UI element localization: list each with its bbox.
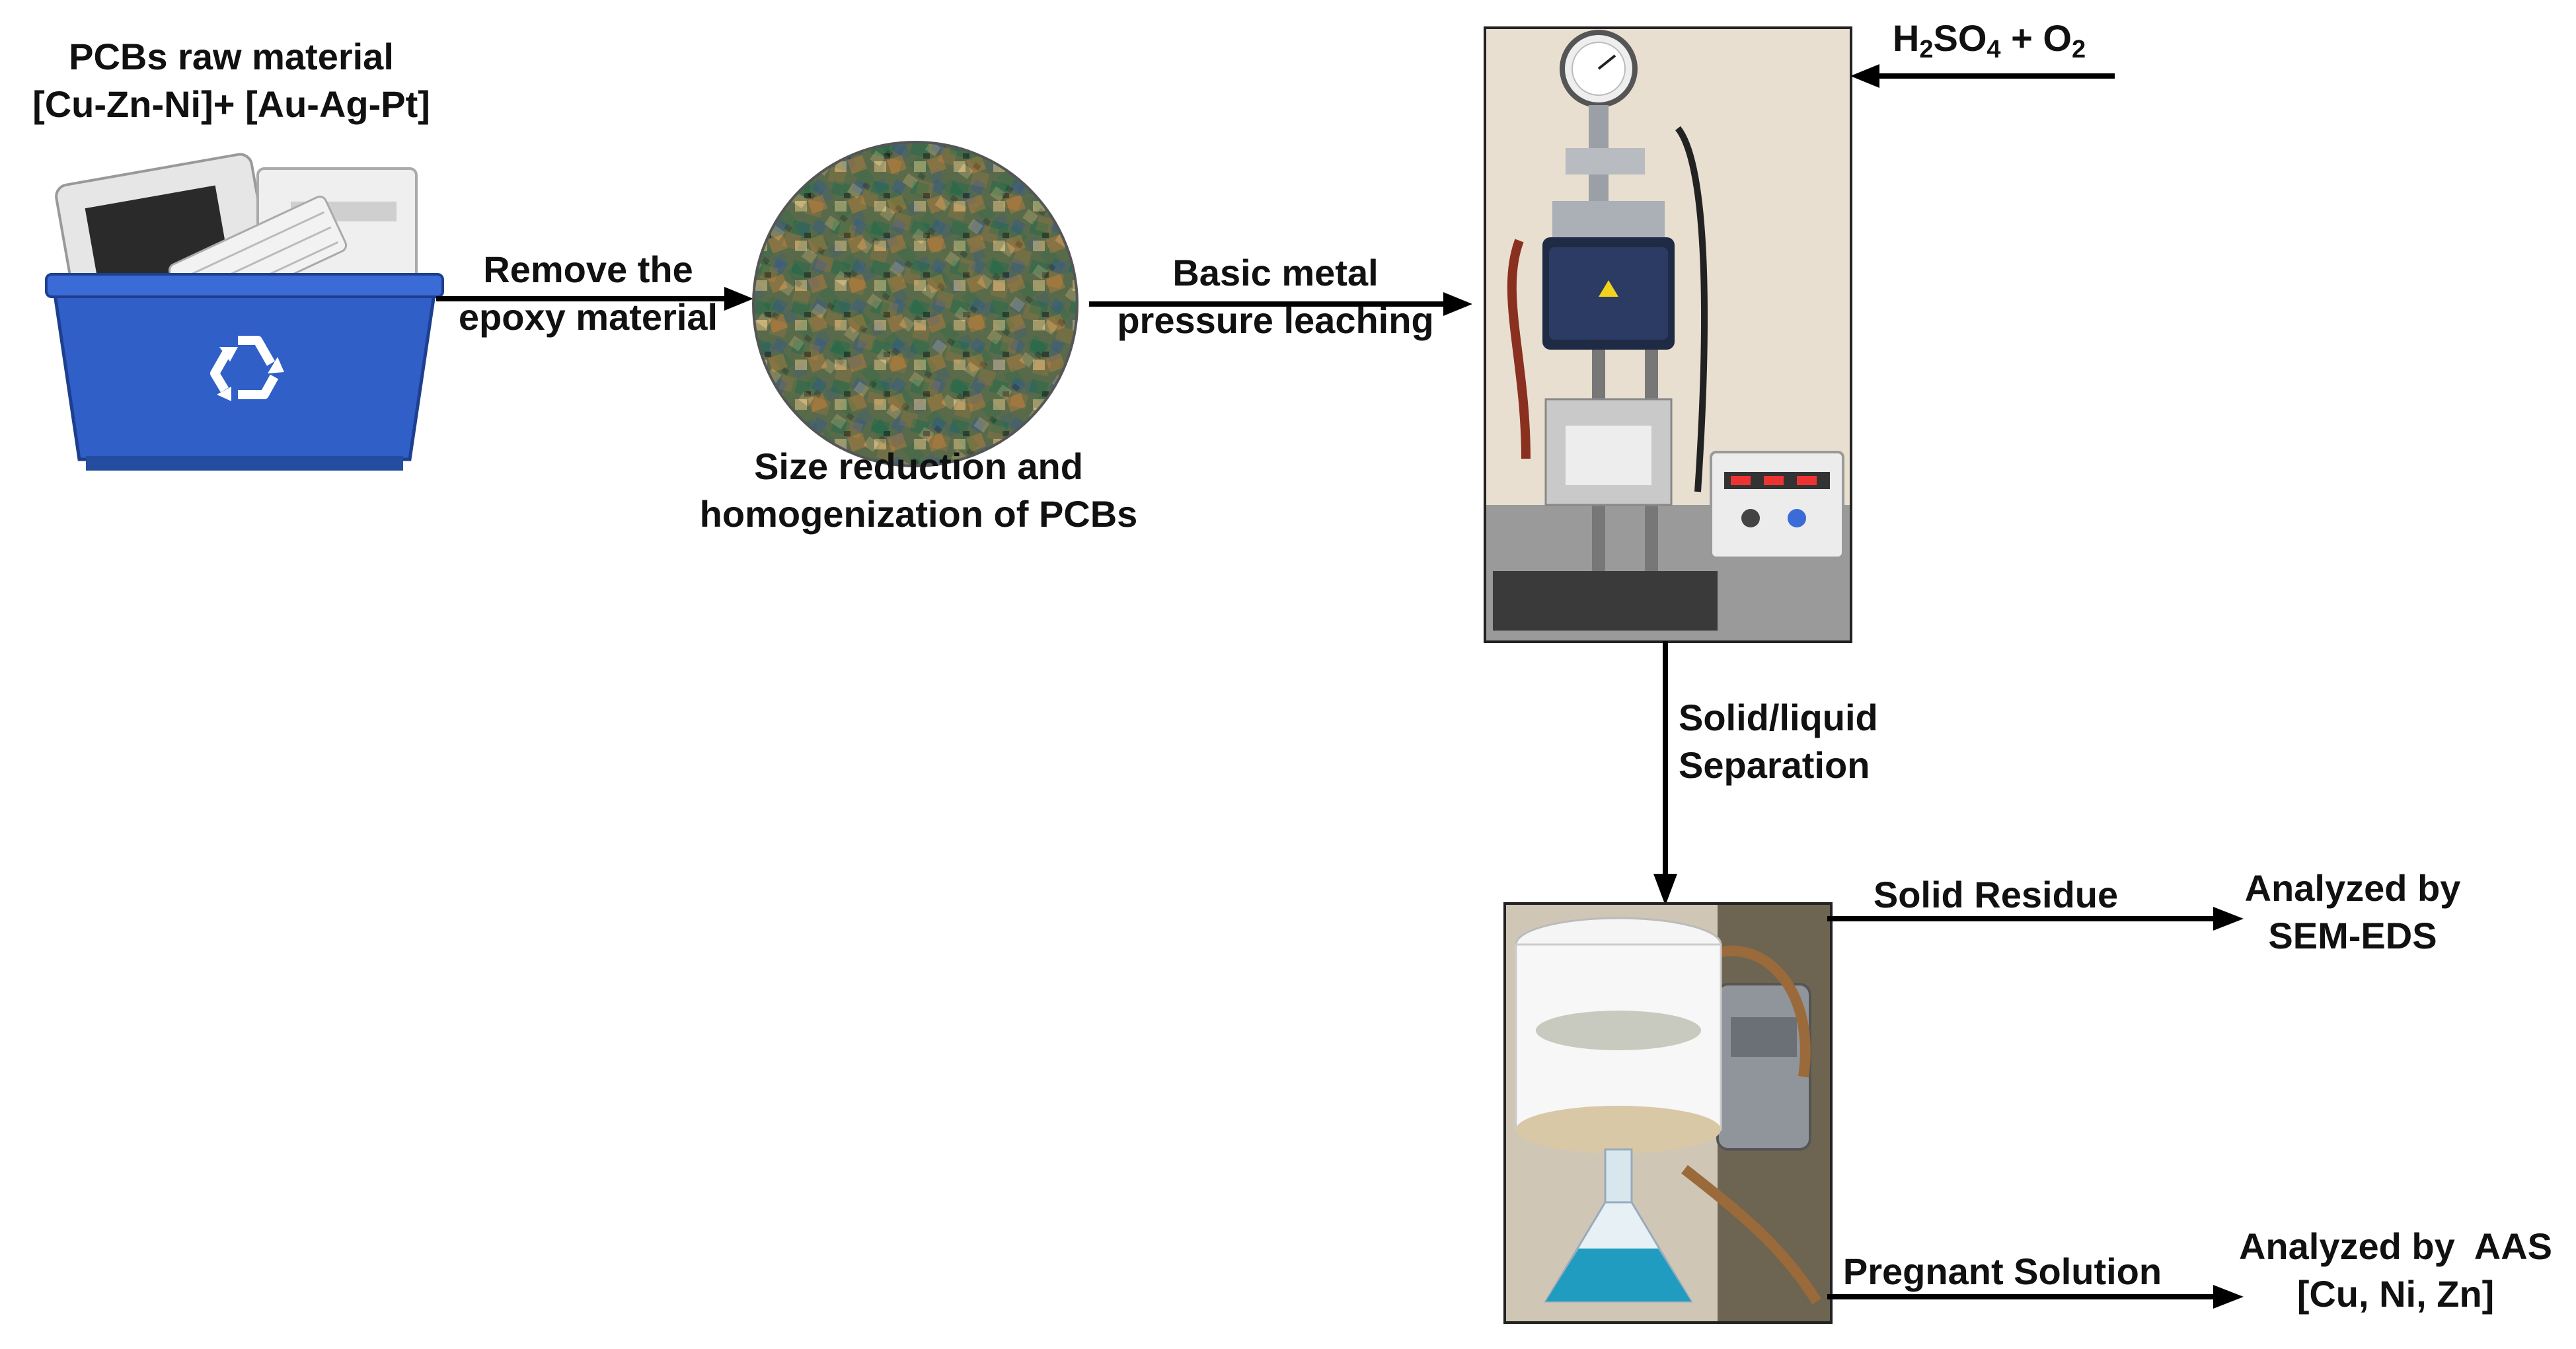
filtration-setup-photo [1503,902,1833,1324]
aas-result: Analyzed by AAS [Cu, Ni, Zn] [2220,1223,2571,1318]
pressure-leaching-label: Basic metal pressure leaching [1084,252,1467,344]
sem-eds-result: Analyzed by SEM-EDS [2207,865,2498,960]
aas-line2: [Cu, Ni, Zn] [2296,1273,2495,1315]
remove-epoxy-label: Remove the epoxy material [430,249,747,341]
arrow-remove-epoxy [436,286,753,312]
arrow-solid-liquid-separation [1652,641,1679,906]
arrow-pregnant-solution [1827,1284,2244,1310]
remove-epoxy-line1: Remove the [483,249,693,290]
sem-eds-line2: SEM-EDS [2268,915,2437,956]
pregnant-solution-label: Pregnant Solution [1842,1251,2162,1292]
size-reduction-label: Size reduction and homogenization of PCB… [661,443,1176,538]
raw-material-title: PCBs raw material [Cu-Zn-Ni]+ [Au-Ag-Pt] [13,33,449,128]
reagent-label: H2SO4 + O2 [1864,15,2115,73]
remove-epoxy-line2: epoxy material [458,296,718,338]
solid-residue-label: Solid Residue [1873,874,2119,915]
separation-label: Solid/liquid Separation [1672,694,1903,789]
raw-material-composition: [Cu-Zn-Ni]+ [Au-Ag-Pt] [32,83,430,125]
reagent-so-sub: 4 [1987,36,2001,63]
arrow-reagent-input [1850,63,2115,89]
separation-line2: Separation [1679,744,1870,786]
pressure-leaching-line1: Basic metal [1172,252,1379,293]
raw-material-title-text: PCBs raw material [69,36,394,77]
size-reduction-line1: Size reduction and [754,445,1083,487]
reagent-o-sub: 2 [2071,36,2086,63]
sem-eds-line1: Analyzed by [2244,867,2461,909]
reagent-plus-o: + O [2000,17,2072,59]
size-reduction-line2: homogenization of PCBs [699,493,1138,535]
separation-line1: Solid/liquid [1679,697,1878,738]
aas-line1: Analyzed by AAS [2238,1225,2553,1267]
arrow-pressure-leaching [1089,291,1472,317]
arrow-solid-residue [1827,906,2244,932]
reagent-h-sub: 2 [1919,36,1934,63]
shredded-pcbs-image [750,139,1080,469]
pressure-reactor-photo [1484,26,1852,643]
reagent-so: SO [1933,17,1987,59]
reagent-h: H [1892,17,1920,59]
recycling-bin-image [40,149,449,479]
pressure-leaching-line2: pressure leaching [1117,299,1434,341]
